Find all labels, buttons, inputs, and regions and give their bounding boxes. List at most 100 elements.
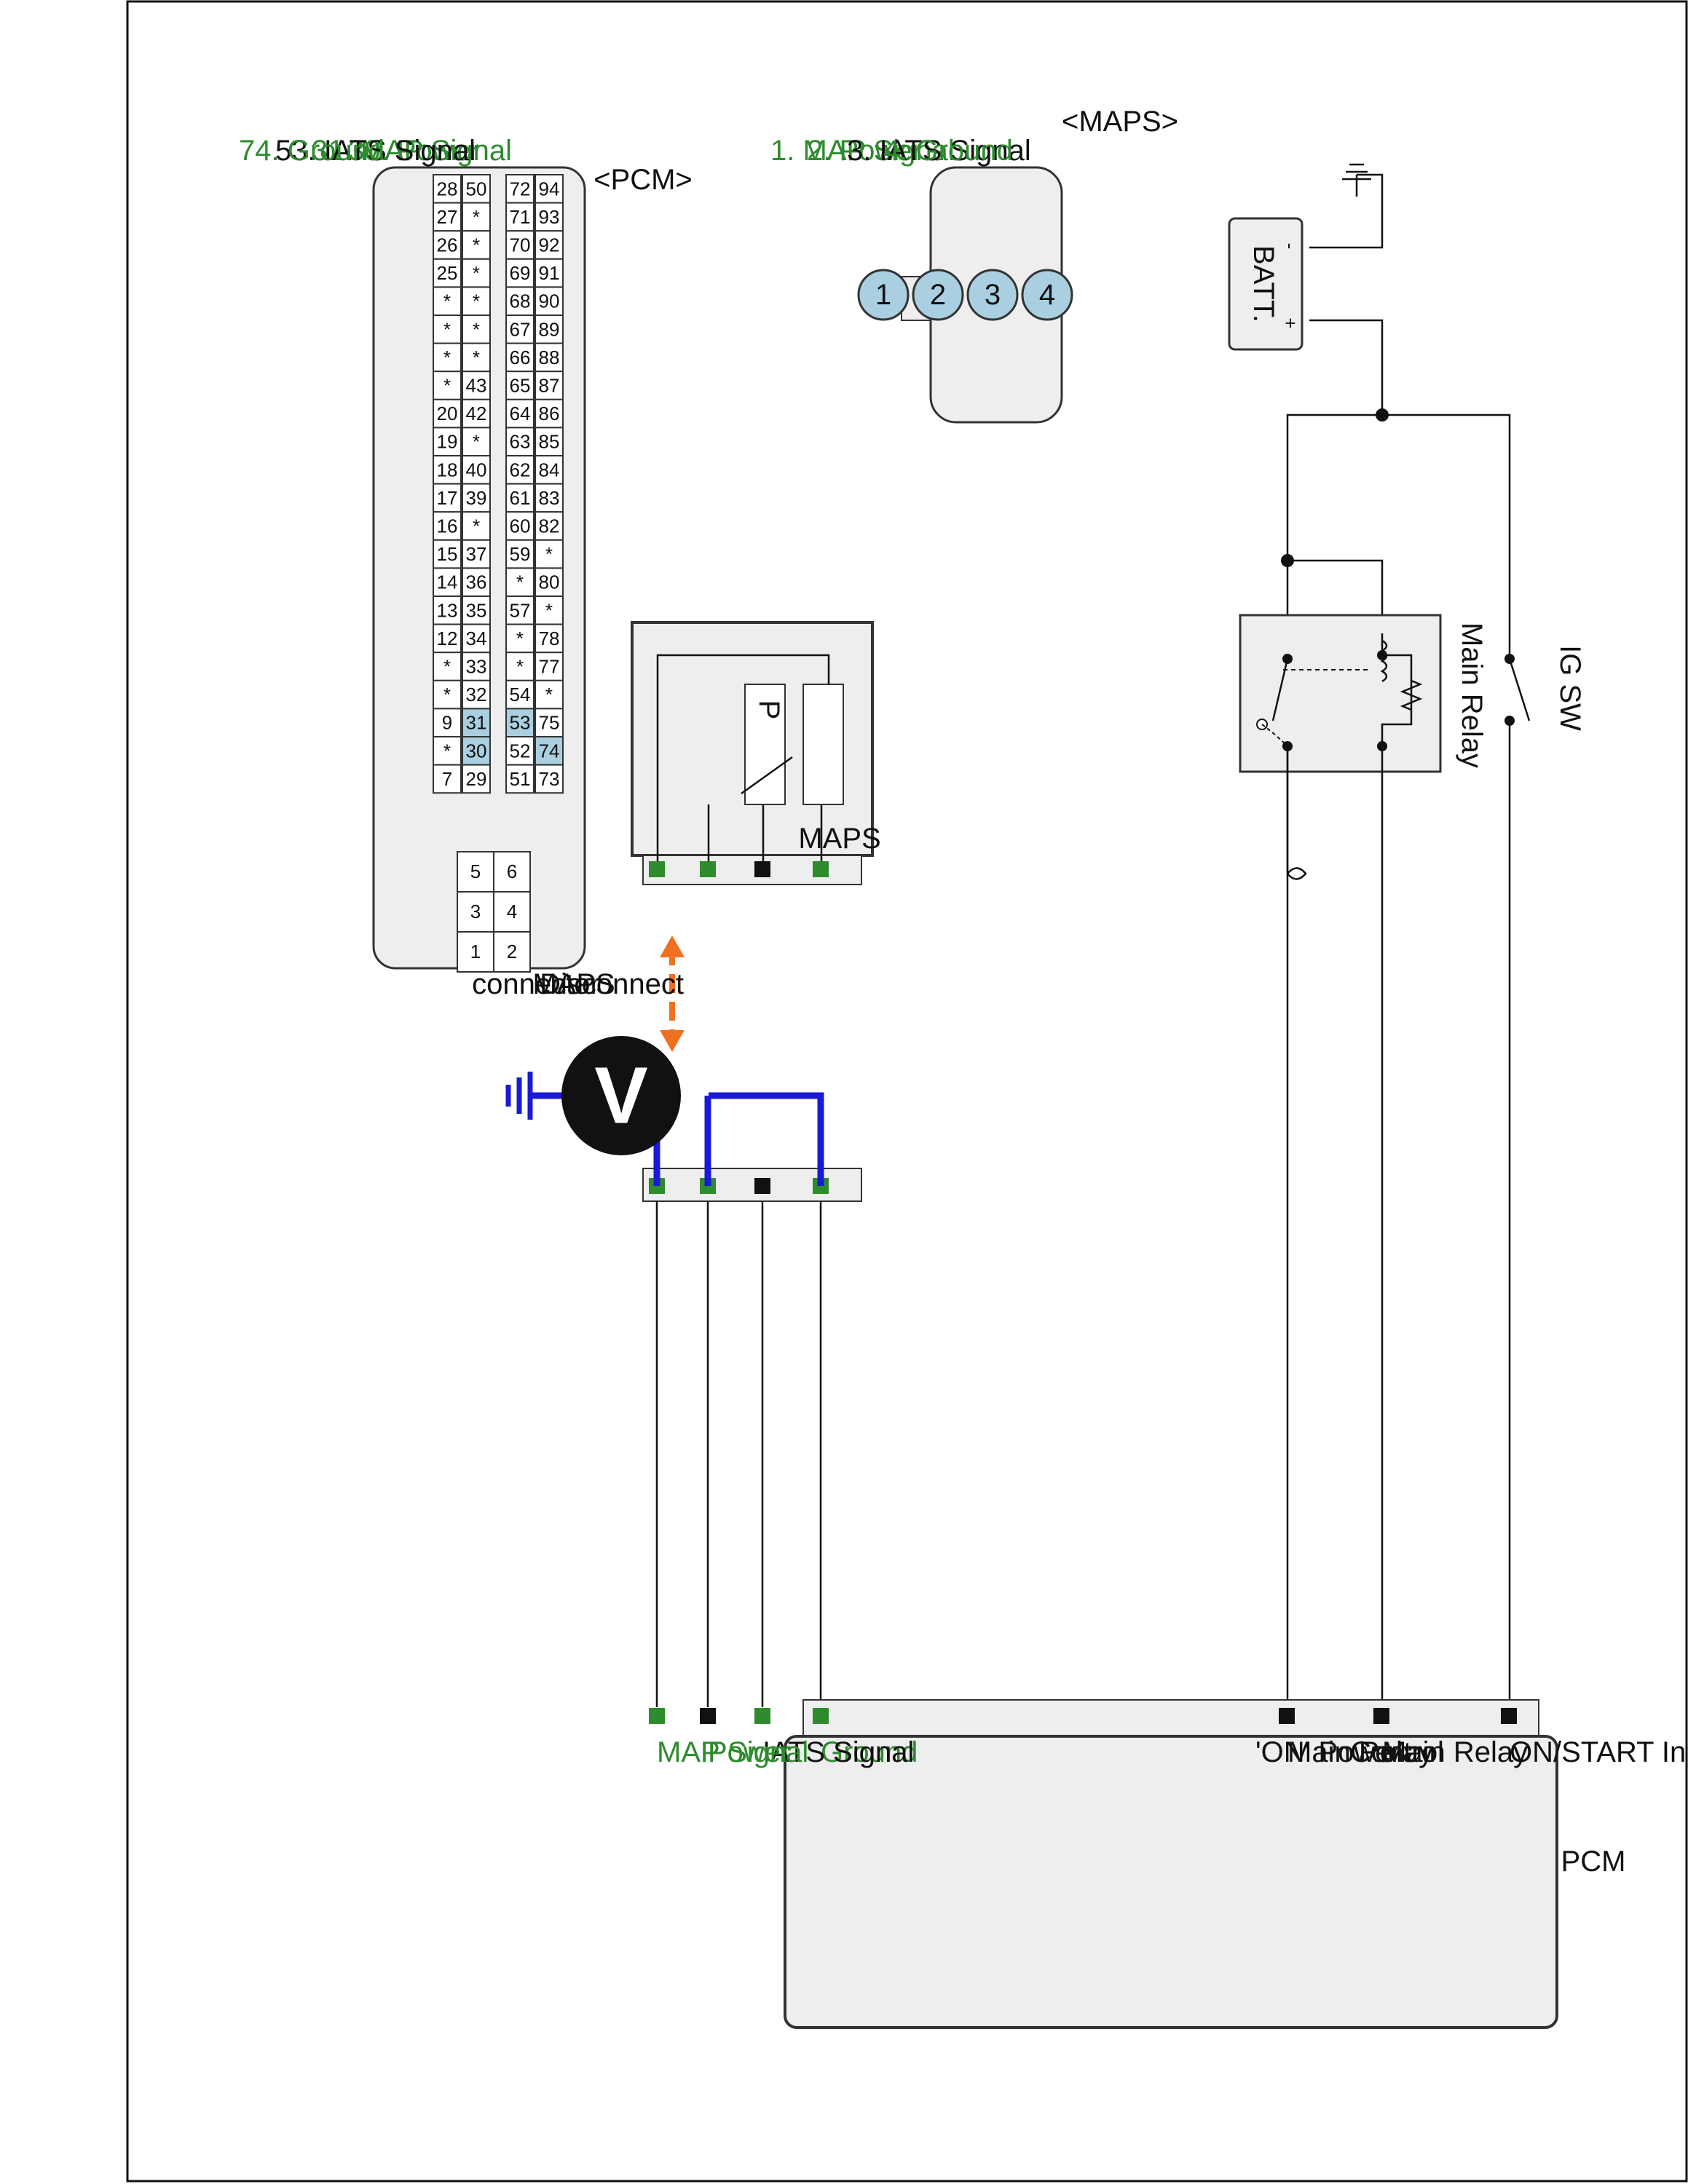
maps-legend-item: 2. Power: [807, 135, 922, 167]
battery-pos-wire: [1309, 319, 1384, 415]
pcm-pin-number: *: [473, 318, 480, 340]
disconnect-line-1: Disconnect: [540, 968, 684, 1000]
relay-feed-wire: [1286, 414, 1382, 561]
pcm-pin-label: ON/START Input: [1510, 1736, 1688, 1768]
main-relay: Main Relay: [1239, 614, 1488, 773]
pcm-pin-number: *: [545, 599, 553, 621]
pcm-pin-number: 52: [510, 740, 531, 761]
pcm-pin-number: 43: [466, 375, 487, 397]
maps-legend-item: 3. IATS Signal: [847, 135, 1031, 167]
pcm-pin-number: 75: [539, 712, 560, 734]
pcm-small-number: 3: [470, 901, 481, 922]
pcm-pin-number: *: [443, 290, 451, 312]
pcm-small-number: 6: [507, 860, 517, 882]
pcm-pin-number: 13: [437, 599, 458, 621]
pcm-pin-number: *: [473, 262, 480, 284]
pcm-pin-number: 65: [510, 375, 531, 397]
pcm-legend-item: 53. IATS Signal: [275, 135, 476, 167]
pcm-pin-number: 37: [466, 543, 487, 565]
pcm-pin-number: 63: [510, 431, 531, 453]
pcm-pin-number: 67: [510, 318, 531, 340]
pcm-pin-number: 20: [437, 403, 458, 424]
pcm-pin-number: 17: [437, 487, 458, 509]
pcm-pin-number: 18: [437, 459, 458, 480]
pcm-pin-number: 92: [539, 234, 560, 256]
pcm-pin-number: 35: [466, 599, 487, 621]
relay-resistor: [1400, 679, 1423, 711]
maps-pin-number: 3: [985, 279, 1001, 311]
pcm-pin-number: 71: [510, 206, 531, 228]
pcm-pin-number: 40: [466, 459, 487, 480]
pcm-pin-number: *: [443, 347, 451, 368]
pcm-pin-number: 87: [539, 375, 560, 397]
pcm-pin-number: 85: [539, 431, 560, 453]
battery-neg-wire: [1309, 173, 1384, 249]
pcm-pin-number: *: [473, 290, 480, 312]
pcm-pin-number: *: [443, 656, 451, 678]
pcm-pin-number: 19: [437, 431, 458, 453]
pcm-pin-number: 89: [539, 318, 560, 340]
main-relay-label: Main Relay: [1456, 622, 1488, 768]
maps-pin-number: 4: [1039, 279, 1055, 311]
pcm-pin-label: Control: [1350, 1736, 1444, 1768]
pcm-pin-number: *: [443, 684, 451, 705]
maps-sensor: MAPS P: [631, 621, 881, 885]
maps-pin: [857, 269, 910, 321]
battery-label: BATT.: [1247, 245, 1279, 323]
pcm-pin-number: 62: [510, 459, 531, 480]
pcm-pin-number: 59: [510, 543, 531, 565]
disconnect-line-3: connector: [472, 968, 600, 1000]
pcm-pin-number: 26: [437, 234, 458, 256]
pcm-pin-label: Main Relay: [1287, 1736, 1433, 1768]
pcm-pin-number: *: [516, 571, 524, 593]
pcm-pin-number: 68: [510, 290, 531, 312]
pcm-pin-number: *: [473, 515, 480, 537]
maps-label: MAPS: [798, 823, 880, 855]
pcm-pin-label: Ground: [821, 1736, 918, 1768]
pcm-pin-cell: [433, 764, 462, 794]
maps-legend-item: 4. Ground: [883, 135, 1013, 167]
maps-connector-title: <MAPS>: [1062, 106, 1178, 138]
voltmeter: V: [505, 1036, 681, 1155]
relay-output-wire: [1286, 746, 1307, 880]
disconnect-line-2: MAPS: [532, 968, 615, 1000]
pcm-pin-number: 91: [539, 262, 560, 284]
battery-minus: -: [1279, 243, 1301, 250]
pcm-pin-number: 66: [510, 347, 531, 368]
voltmeter-label: V: [594, 1051, 647, 1141]
pcm-pin-number: *: [516, 628, 524, 649]
pcm-pin-number: 7: [442, 768, 452, 790]
pcm-pin-number: *: [473, 234, 480, 256]
pcm-pin-number: 42: [466, 403, 487, 424]
pcm-pin-number: 72: [510, 178, 531, 199]
pcm-legend-item: 74. Ground: [239, 135, 384, 167]
pcm-pin-number: 80: [539, 571, 560, 593]
pcm-pin-number: 9: [442, 712, 452, 734]
pcm-small-number: 5: [470, 860, 481, 882]
ig-feed-wire: [1382, 414, 1511, 659]
maps-pin-number: 2: [930, 279, 946, 311]
maps-p-label: P: [753, 700, 785, 720]
pcm-pin-number: 54: [510, 684, 531, 705]
pcm-small-number: 4: [507, 901, 517, 922]
pcm-pin-number: 27: [437, 206, 458, 228]
pcm-pin-number: 29: [466, 768, 487, 790]
pcm-pin-number: 57: [510, 599, 531, 621]
pcm-pin-number: *: [473, 206, 480, 228]
pcm-small-cell: [457, 931, 494, 973]
pcm-pin-number: *: [473, 431, 480, 453]
pcm-pin-number: *: [545, 543, 553, 565]
pcm-pin-number: 74: [539, 740, 560, 761]
pcm-pin-number: 33: [466, 656, 487, 678]
pcm-pin-label: Main Relay: [1382, 1736, 1528, 1768]
pcm-pin-label: IATS Signal: [762, 1736, 914, 1768]
battery-plus: +: [1279, 317, 1301, 328]
pcm-pin-number: 94: [539, 178, 560, 199]
pcm-box: PCM: [649, 1699, 1625, 2029]
pcm-pin-cell: [535, 764, 564, 794]
